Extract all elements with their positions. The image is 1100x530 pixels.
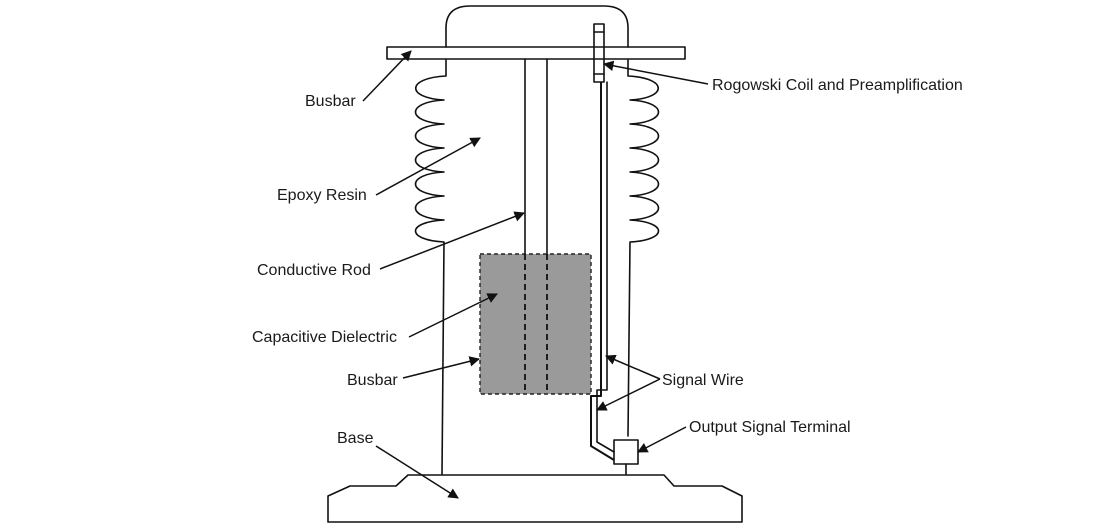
pointer-rogowski: [602, 60, 709, 85]
pointer-output-terminal: [637, 426, 687, 453]
label-base: Base: [337, 430, 374, 447]
label-dielectric: Capacitive Dielectric: [252, 329, 397, 346]
label-busbar-lower: Busbar: [347, 372, 398, 389]
label-rogowski: Rogowski Coil and Preamplification: [712, 77, 963, 94]
signal-wire: [590, 82, 615, 461]
label-busbar-top: Busbar: [305, 93, 356, 110]
top-busbar: [386, 46, 686, 60]
output-signal-terminal: [613, 439, 639, 465]
pointer-signal-wire-a: [605, 354, 661, 380]
insulator-left-sheds: [414, 59, 447, 475]
signal-wire-inner: [596, 81, 615, 453]
pointer-signal-wire-b: [596, 378, 661, 411]
base-plate: [327, 474, 743, 523]
label-epoxy: Epoxy Resin: [277, 187, 367, 204]
rogowski-coil: [593, 23, 605, 83]
label-signal-wire: Signal Wire: [662, 372, 744, 389]
label-rod: Conductive Rod: [257, 262, 371, 279]
pointer-base: [375, 445, 459, 499]
insulator-right-sheds: [627, 59, 660, 437]
capacitive-dielectric: [479, 253, 592, 395]
label-output-terminal: Output Signal Terminal: [689, 419, 851, 436]
insulator-top-dome: [445, 5, 629, 48]
pointer-rod: [379, 211, 525, 270]
pointer-busbar-top: [362, 50, 412, 102]
pointer-dielectric: [408, 293, 498, 338]
pointer-epoxy: [375, 137, 481, 196]
pointer-busbar-lower: [402, 356, 481, 379]
